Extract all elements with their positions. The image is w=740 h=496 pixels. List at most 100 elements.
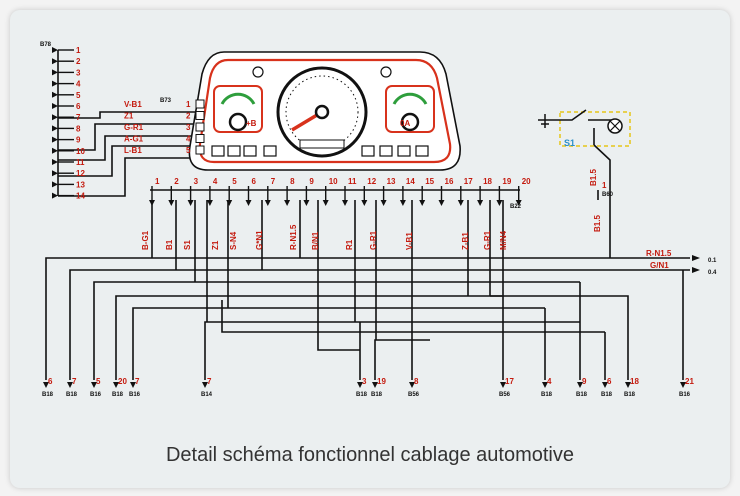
top-pin-number: 19	[502, 177, 511, 186]
left-pin-number: 14	[76, 192, 85, 201]
top-pin-number: 18	[483, 177, 492, 186]
left-pin-arrow	[52, 192, 58, 199]
left-pin-arrow	[52, 114, 58, 121]
bottom-pin-number: 8	[414, 377, 419, 386]
instrument-cluster	[188, 51, 461, 171]
wire-color-label: R1	[345, 239, 354, 250]
mid-pin-box	[195, 122, 205, 132]
left-pin-number: 9	[76, 136, 81, 145]
switch-pin: 1	[602, 181, 607, 190]
top-pin-arrow	[496, 200, 503, 206]
left-pin-arrow	[52, 170, 58, 177]
top-pin-number: 9	[309, 177, 314, 186]
wire-color-label: B1	[165, 239, 174, 250]
bottom-pin-ref: B18	[356, 392, 368, 398]
bottom-pin-ref: B18	[624, 392, 636, 398]
left-pin-number: 11	[76, 158, 85, 167]
wire-color-label: G-R1	[483, 230, 492, 250]
mid-pin-label: V-B1	[124, 100, 142, 109]
bottom-pin-arrow	[577, 382, 583, 388]
bottom-pin-ref: B18	[541, 392, 553, 398]
bottom-pin-ref: B18	[66, 392, 78, 398]
switch-label-1: B1.5	[589, 169, 598, 186]
left-pin-number: 7	[76, 113, 81, 122]
top-pin-arrow	[477, 200, 484, 206]
top-pin-number: 10	[329, 177, 338, 186]
top-pin-arrow	[149, 200, 155, 206]
mid-pin-number: 3	[186, 123, 191, 132]
left-pin-number: 4	[76, 80, 81, 89]
wire-color-label: V-B1	[405, 232, 414, 250]
wire-color-label: S-N4	[229, 231, 238, 250]
bottom-pin-number: 6	[48, 377, 53, 386]
left-pin-number: 3	[76, 68, 81, 77]
bottom-pin-arrow	[409, 382, 415, 388]
left-pin-arrow	[52, 69, 58, 76]
wire-color-label: G-R1	[369, 230, 378, 250]
top-pin-arrow	[284, 200, 291, 206]
bottom-pin-number: 19	[377, 377, 386, 386]
left-pin-arrow	[52, 47, 58, 53]
switch-name: S1	[564, 138, 575, 148]
bottom-pin-arrow	[542, 382, 548, 388]
bottom-pin-arrow	[372, 382, 378, 388]
switch-assembly	[538, 109, 631, 147]
top-pin-number: 12	[367, 177, 376, 186]
top-pin-number: 20	[522, 177, 531, 186]
mid-pin-number: 2	[186, 112, 191, 121]
top-pin-arrow	[168, 200, 175, 206]
top-pin-number: 3	[194, 177, 199, 186]
top-pin-arrow	[187, 200, 194, 206]
bottom-pin-arrow	[67, 382, 73, 388]
top-pin-arrow	[303, 200, 310, 206]
bottom-pin-ref: B14	[201, 392, 213, 398]
left-pin-arrow	[52, 181, 58, 188]
left-pin-number: 2	[76, 57, 81, 66]
bottom-pin-number: 3	[362, 377, 367, 386]
top-pin-number: 2	[174, 177, 179, 186]
bottom-pin-number: 18	[630, 377, 639, 386]
bottom-pin-number: 7	[72, 377, 77, 386]
left-pin-arrow	[52, 125, 58, 132]
bottom-pin-arrow	[680, 382, 686, 388]
mid-pin-label: A-G1	[124, 135, 144, 144]
top-pin-number: 7	[271, 177, 276, 186]
mid-pin-box	[195, 134, 205, 143]
top-pin-arrow	[245, 200, 252, 206]
top-pin-number: 1	[155, 177, 160, 186]
mid-pin-box	[195, 111, 205, 120]
switch-ref: B60	[602, 192, 614, 198]
bottom-pin-arrow	[357, 382, 363, 388]
gauge-right-label: 0A	[400, 119, 410, 128]
bottom-pin-number: 7	[207, 377, 212, 386]
bottom-pin-arrow	[602, 382, 608, 388]
top-pin-arrow	[380, 200, 387, 206]
gauge-left-label: +B	[246, 119, 257, 128]
mid-pin-box	[195, 145, 205, 155]
top-pin-number: 5	[232, 177, 237, 186]
wire-color-label: Z1	[211, 240, 220, 250]
bottom-pin-ref: B16	[90, 392, 102, 398]
bottom-pin-ref: B56	[499, 392, 511, 398]
top-pin-number: 14	[406, 177, 415, 186]
mid-pin-label: Z1	[124, 112, 134, 121]
top-pin-number: 8	[290, 177, 295, 186]
bottom-pin-ref: B18	[371, 392, 383, 398]
top-pin-arrow	[515, 200, 522, 206]
top-pin-number: 16	[445, 177, 454, 186]
mid-pin-number: 4	[186, 135, 191, 144]
top-pin-number: 11	[348, 177, 357, 186]
bottom-pin-ref: B56	[408, 392, 420, 398]
output-pin-1: 0.1	[708, 258, 717, 264]
left-pin-arrow	[52, 91, 58, 98]
mid-pin-number: 5	[186, 146, 191, 155]
bottom-pin-arrow	[130, 382, 136, 388]
bottom-pin-number: 4	[547, 377, 552, 386]
mid-pin-number: 1	[186, 100, 191, 109]
left-pin-number: 5	[76, 91, 81, 100]
top-pin-arrow	[361, 200, 368, 206]
mid-pin-label: G-R1	[124, 123, 144, 132]
wire-color-label: G*N1	[255, 230, 264, 250]
bottom-pin-ref: B18	[42, 392, 54, 398]
